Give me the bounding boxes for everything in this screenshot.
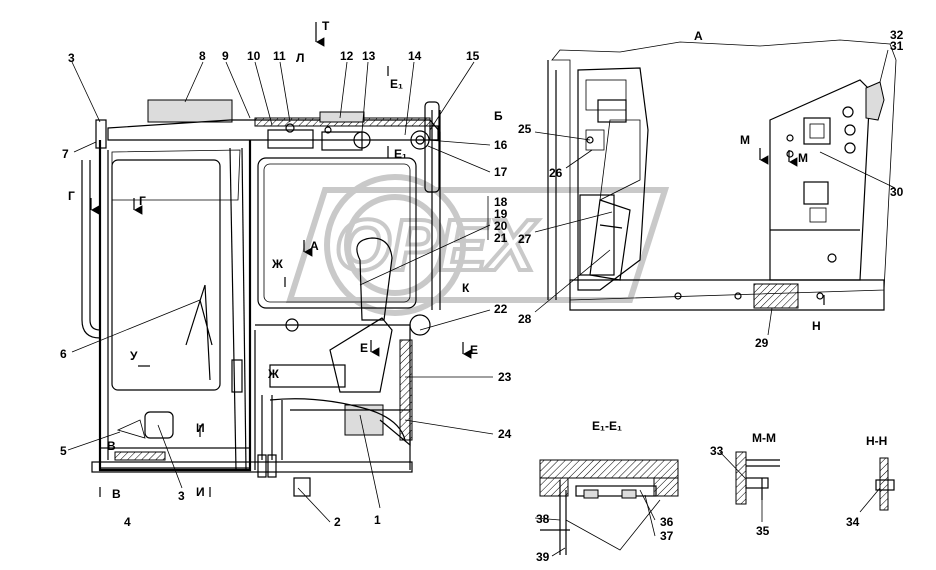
section-title-n-n: Н-Н	[866, 434, 887, 448]
roof-block-8	[147, 99, 233, 123]
callout-33: 33	[710, 444, 724, 458]
callout-37: 37	[660, 529, 674, 543]
callout-9: 9	[222, 49, 229, 63]
callout-8: 8	[199, 49, 206, 63]
view-letter-u: У	[130, 349, 138, 363]
callout-32: 32	[890, 28, 904, 42]
view-letter-v-bot: В	[112, 487, 121, 501]
floor-plate-4	[91, 461, 413, 473]
callout-3-bottom: 3	[178, 489, 185, 503]
grille-29	[753, 283, 799, 309]
callout-5: 5	[60, 444, 67, 458]
view-letter-a-view: А	[694, 29, 703, 43]
section-title-m-m: М-М	[752, 431, 776, 445]
view-letter-e-mid: Е	[470, 343, 478, 357]
view-letter-a-mid: А	[310, 239, 319, 253]
callout-3-top: 3	[68, 51, 75, 65]
callout-27: 27	[518, 232, 532, 246]
view-letter-zh-mid: Ж	[271, 257, 283, 271]
view-letter-v-low: В	[107, 439, 116, 453]
callout-1: 1	[374, 513, 381, 527]
callout-24: 24	[498, 427, 512, 441]
section-title-e1-e1: Е₁-Е₁	[592, 419, 622, 433]
seat-back	[356, 237, 393, 321]
callout-12: 12	[340, 49, 354, 63]
callout-labels: 3 8 9 10 11 12 13 14 15 16 17 18 19 20 2…	[60, 28, 904, 564]
rear-window	[257, 157, 417, 309]
section-m-m	[735, 451, 780, 505]
rear-wall-23	[399, 339, 413, 441]
callout-23: 23	[498, 370, 512, 384]
callout-20: 20	[494, 219, 508, 233]
view-letter-e-low: Е	[360, 341, 368, 355]
callout-21: 21	[494, 231, 508, 245]
view-arrows	[90, 22, 825, 497]
callout-39: 39	[536, 550, 550, 564]
watermark-logo: OPEX	[285, 174, 670, 316]
part-2	[293, 477, 311, 497]
callout-28: 28	[518, 312, 532, 326]
callout-31: 31	[890, 39, 904, 53]
callout-25: 25	[518, 122, 532, 136]
callout-7: 7	[62, 147, 69, 161]
view-letter-l: Л	[296, 51, 304, 65]
right-pillar	[431, 110, 441, 310]
callout-30: 30	[890, 185, 904, 199]
callout-4: 4	[124, 515, 131, 529]
section-titles: Е₁-Е₁ М-М Н-Н	[592, 419, 887, 448]
view-letter-b: Б	[494, 109, 503, 123]
callout-29: 29	[755, 336, 769, 350]
cab-main-view	[81, 99, 441, 497]
view-letter-g-right: Г	[139, 194, 146, 208]
callout-6: 6	[60, 347, 67, 361]
view-letters: Т Л Е₁ Е₁ Б Г Г А Ж У К Е Е Ж И И В В А …	[68, 19, 821, 501]
callout-17: 17	[494, 165, 508, 179]
view-letter-zh-low: Ж	[267, 367, 279, 381]
seat-cushion	[329, 317, 393, 393]
callout-18: 18	[494, 195, 508, 209]
view-letter-e1-top: Е₁	[390, 77, 403, 91]
callout-26: 26	[549, 166, 563, 180]
view-letter-i-low: И	[196, 421, 205, 435]
callout-14: 14	[408, 49, 422, 63]
step-light-3	[144, 411, 174, 439]
view-letter-m-a: М	[740, 133, 750, 147]
wiper-6	[185, 284, 213, 381]
callout-19: 19	[494, 207, 508, 221]
callout-16: 16	[494, 138, 508, 152]
view-letter-n: Н	[812, 319, 821, 333]
view-letter-e1-low: Е₁	[394, 147, 407, 161]
callout-36: 36	[660, 515, 674, 529]
callout-35: 35	[756, 524, 770, 538]
section-n-n	[875, 457, 895, 511]
view-letter-k: К	[462, 281, 470, 295]
callout-11: 11	[273, 49, 286, 63]
handrail-7	[81, 160, 101, 339]
callout-10: 10	[247, 49, 261, 63]
callout-15: 15	[466, 49, 480, 63]
section-e1-e1	[539, 459, 679, 555]
view-letter-g-left: Г	[68, 189, 75, 203]
view-letter-i-bot: И	[196, 485, 205, 499]
callout-2: 2	[334, 515, 341, 529]
svg-text:OPEX: OPEX	[335, 206, 539, 286]
leader-lines	[67, 49, 896, 557]
left-door-glass	[111, 159, 221, 391]
callout-13: 13	[362, 49, 376, 63]
callout-22: 22	[494, 302, 508, 316]
callout-34: 34	[846, 515, 860, 529]
view-letter-t: Т	[322, 19, 330, 33]
view-letter-m-b: М	[798, 151, 808, 165]
callout-38: 38	[536, 512, 550, 526]
view-a	[547, 39, 897, 311]
